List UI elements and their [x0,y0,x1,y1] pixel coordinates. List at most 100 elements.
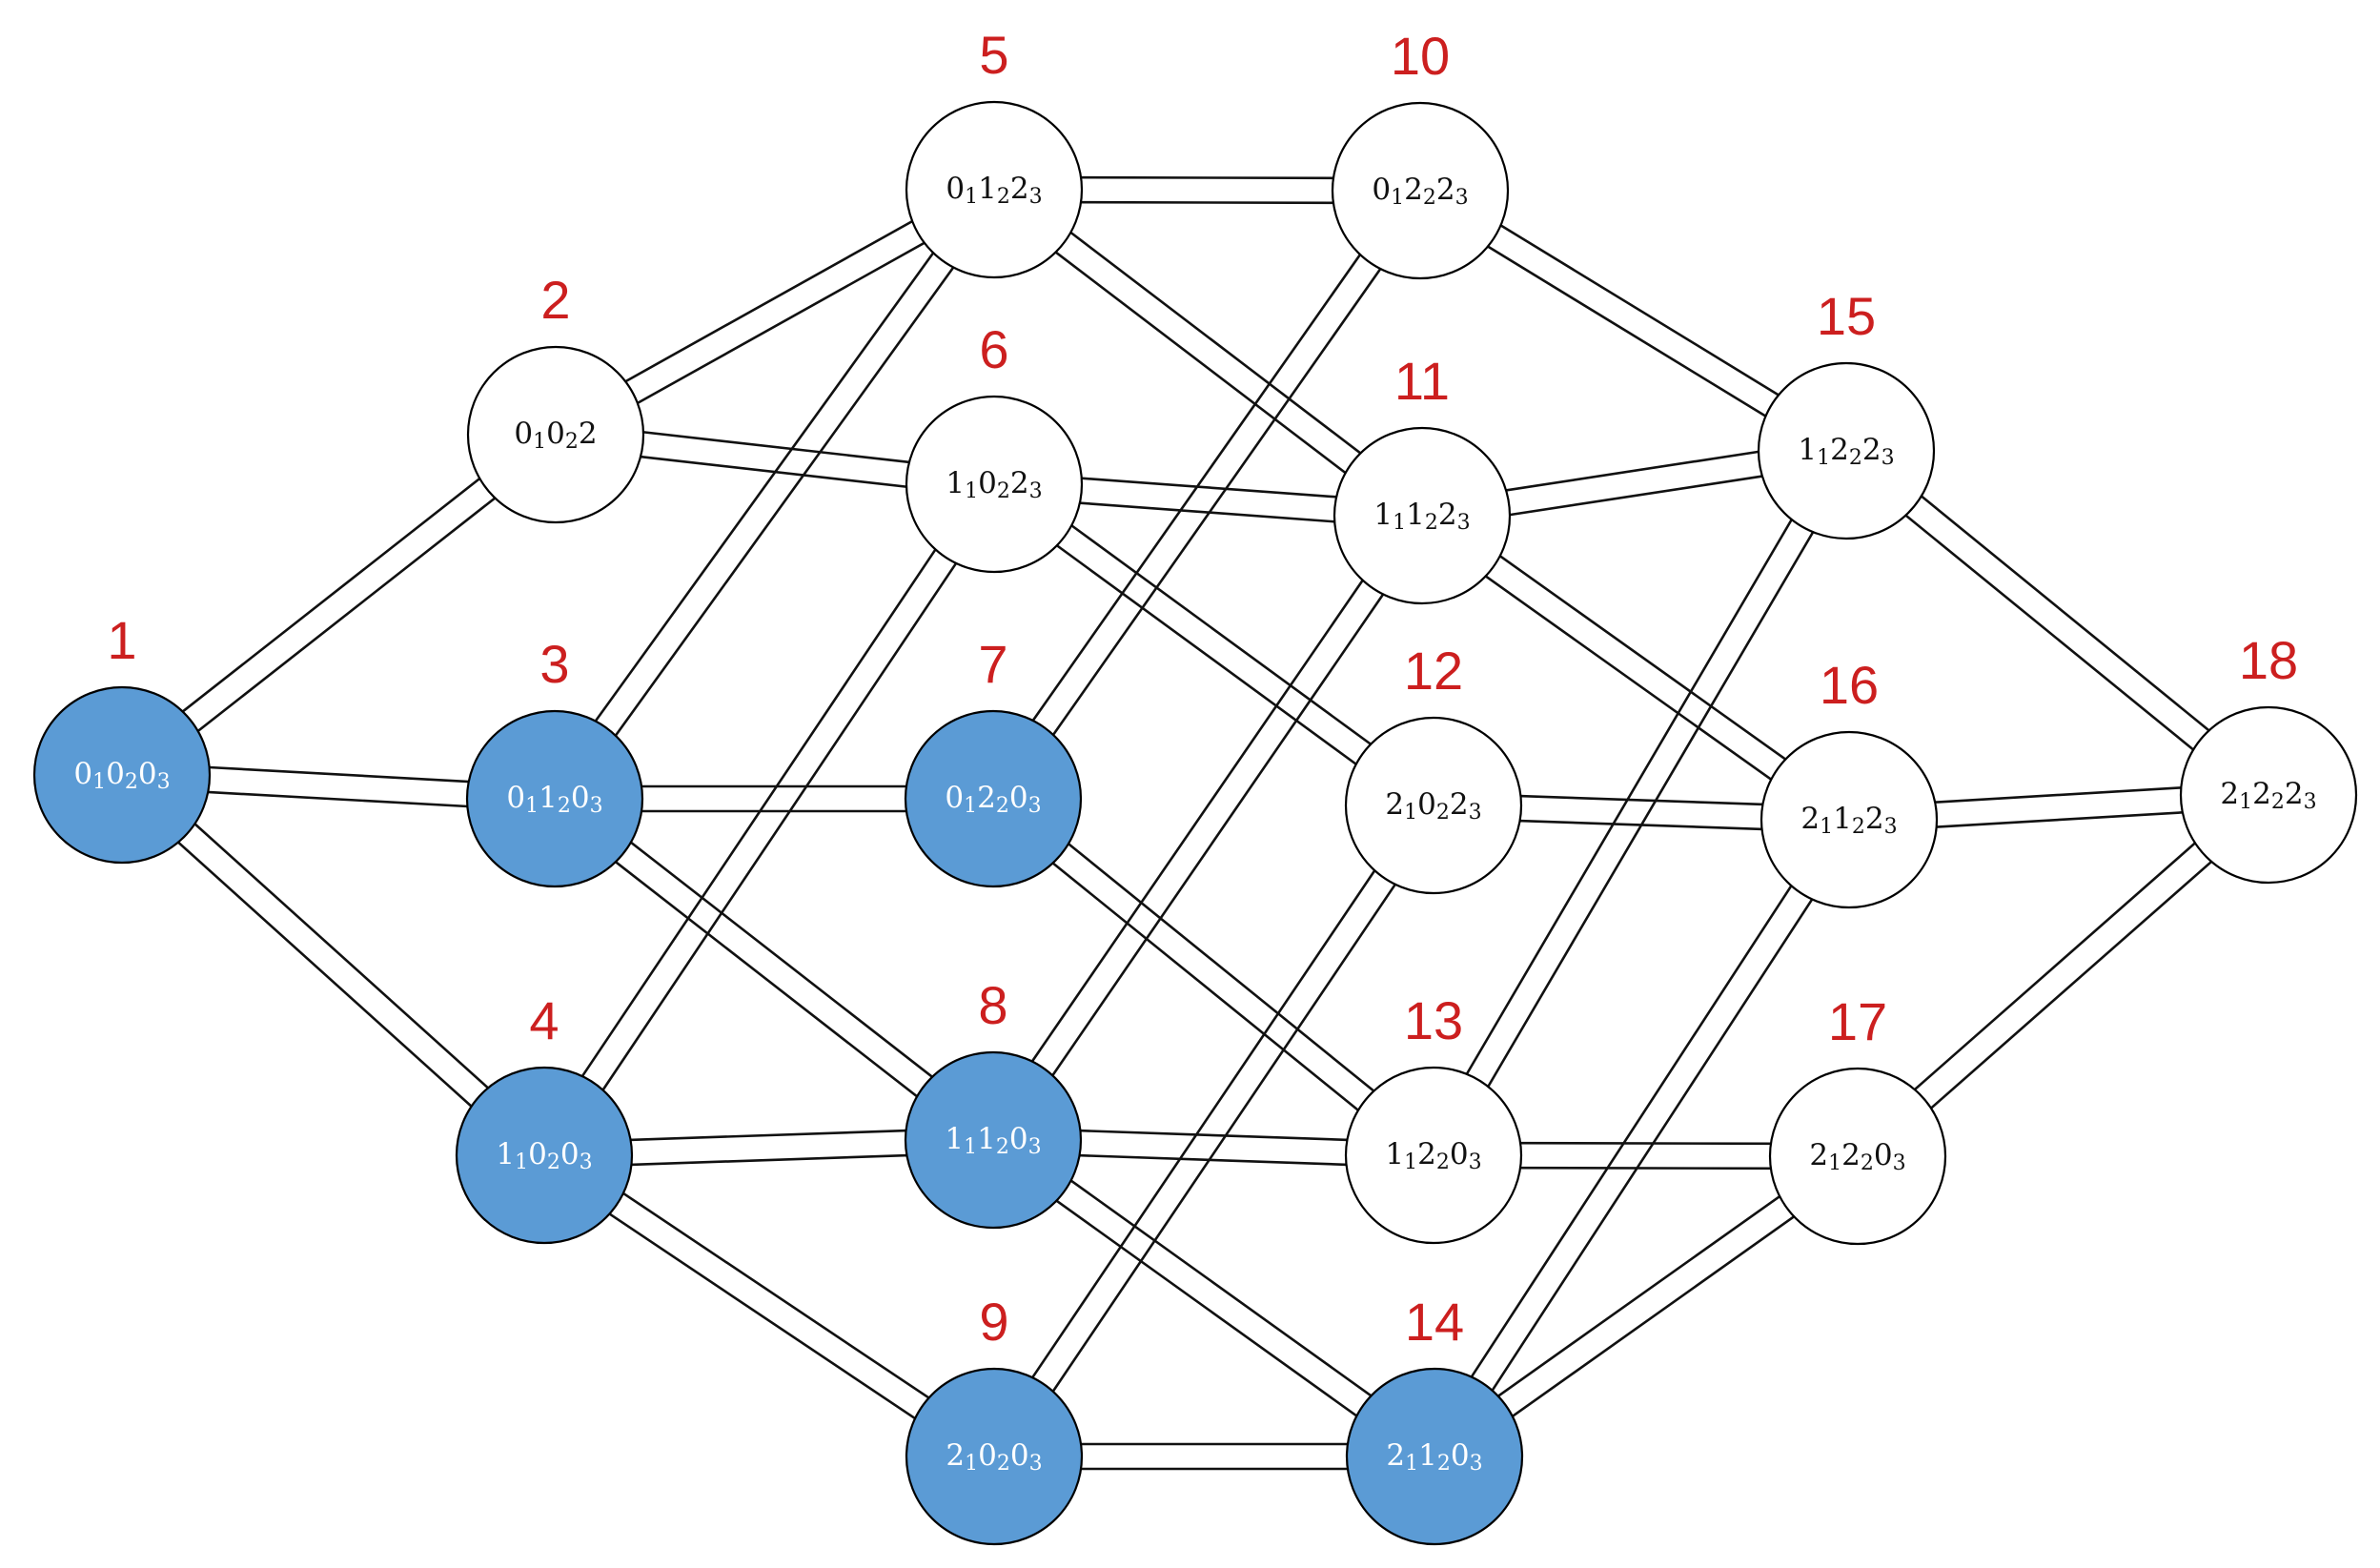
edge-line [1917,492,2214,735]
state-digit: 0 [1450,1137,1469,1171]
edge-4-6 [579,544,960,1095]
state-subscript: 2 [1423,186,1436,210]
node-circle[interactable] [1331,101,1510,280]
node-12[interactable]: 210223 12 [1344,641,1523,895]
node-circle[interactable] [904,709,1083,888]
node-number-label: 4 [529,990,559,1050]
state-digit: 2 [1010,172,1029,206]
edge-1-2 [177,474,500,736]
node-circle[interactable] [465,709,644,888]
edge-line [625,1129,911,1142]
edge-line [1480,572,1777,784]
state-subscript: 2 [558,794,571,818]
node-state-label: 011223 [946,172,1042,210]
edge-line [638,430,915,464]
node-circle[interactable] [466,345,645,524]
edge-line [635,455,912,489]
edge-line [1482,242,1771,420]
edge-line [611,262,958,741]
state-digit: 0 [945,781,964,815]
node-state-label: 011203 [506,781,602,819]
state-subscript: 3 [1029,479,1043,503]
state-subscript: 1 [965,1452,978,1476]
node-circle[interactable] [2179,705,2358,885]
edge-line [1050,248,1351,478]
edge-line [632,239,929,407]
state-subscript: 1 [533,430,546,454]
state-subscript: 3 [590,794,603,818]
state-digit: 1 [946,466,965,500]
node-circle[interactable] [1768,1067,1947,1246]
state-digit: 2 [946,1438,965,1473]
state-digit: 0 [138,757,157,791]
state-digit: 1 [978,172,997,206]
edge-13-17 [1515,1141,1777,1171]
node-circle[interactable] [905,100,1084,279]
edge-line [1493,1192,1785,1400]
edge-line [1515,1141,1777,1146]
node-state-label: 211203 [1386,1438,1482,1476]
state-digit: 0 [978,1438,997,1473]
edge-line [1488,894,1817,1395]
edge-line [1051,1196,1362,1420]
edge-line [618,1189,934,1402]
edge-2-5 [620,217,929,407]
edge-line [1074,500,1340,523]
node-circle[interactable] [1344,1066,1523,1245]
state-digit: 2 [1450,787,1469,822]
state-subscript: 3 [1029,1452,1043,1476]
node-state-label: 210223 [1385,787,1481,825]
node-circle[interactable] [1345,1367,1524,1546]
state-subscript: 1 [1404,1151,1417,1174]
node-circle[interactable] [32,685,212,865]
edge-line [1048,859,1363,1115]
node-circle[interactable] [1332,426,1512,605]
edge-17-18 [1910,839,2216,1112]
node-circle[interactable] [905,395,1084,574]
node-circle[interactable] [1757,361,1936,540]
node-circle[interactable] [904,1050,1083,1230]
state-digit: 2 [1800,802,1820,836]
state-digit: 2 [1386,1438,1405,1473]
edge-line [1500,449,1764,493]
node-circle[interactable] [1344,716,1523,895]
state-subscript: 2 [547,1151,560,1174]
edge-line [1515,1166,1776,1171]
node-circle[interactable] [455,1066,634,1245]
edge-16-18 [1930,785,2187,829]
node-circle[interactable] [905,1367,1084,1546]
state-subscript: 3 [1457,511,1471,535]
edge-line [1930,785,2187,804]
node-circle[interactable] [1760,730,1939,909]
state-digit: 2 [1010,466,1029,500]
edge-line [1067,521,1376,748]
state-subscript: 3 [1028,794,1042,818]
state-digit: 2 [1862,433,1882,467]
edge-line [1048,589,1388,1081]
node-state-label: 212223 [2220,777,2316,815]
edge-line [1048,879,1399,1396]
edge-15-18 [1901,492,2214,754]
node-number-label: 12 [1404,641,1463,701]
state-digit: 1 [1385,1137,1404,1171]
edge-line [1076,175,1339,180]
node-number-label: 7 [978,634,1007,694]
edge-3-7 [637,784,911,813]
